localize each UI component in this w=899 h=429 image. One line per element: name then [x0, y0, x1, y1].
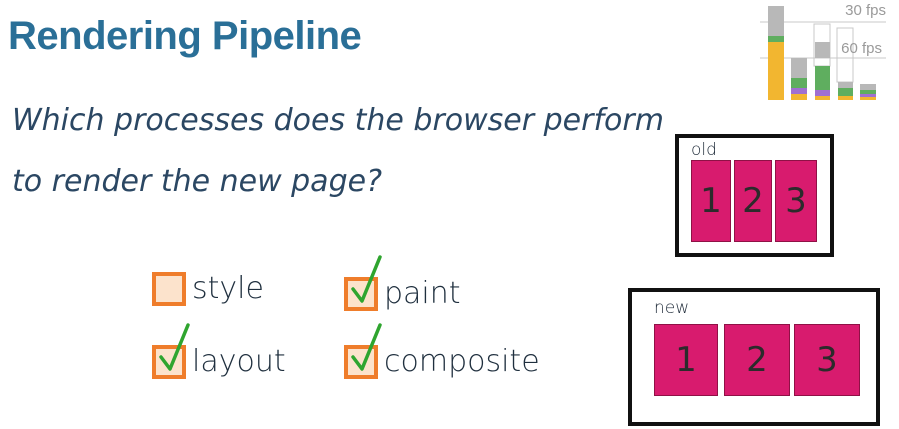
fps-30-label: 30 fps	[845, 2, 886, 19]
question-line-2: to render the new page?	[12, 164, 382, 199]
old-card-2: 2	[734, 160, 772, 242]
new-frame-label: new	[654, 298, 690, 318]
option-paint-label: paint	[384, 276, 461, 311]
option-paint[interactable]: paint	[344, 254, 461, 311]
old-page-frame: old 1 2 3	[675, 134, 834, 257]
old-frame-label: old	[691, 140, 717, 160]
option-layout[interactable]: layout	[152, 322, 286, 379]
new-page-frame: new 1 2 3	[628, 288, 880, 426]
old-card-3: 3	[775, 160, 817, 242]
layout-checkbox[interactable]	[152, 322, 190, 379]
composite-checkbox[interactable]	[344, 322, 382, 379]
question-line-1: Which processes does the browser perform	[12, 103, 664, 138]
slide-title: Rendering Pipeline	[8, 14, 362, 58]
option-style-label: style	[192, 271, 264, 306]
new-card-1: 1	[654, 324, 718, 396]
new-card-2: 2	[724, 324, 790, 396]
checkmark-icon	[351, 254, 382, 303]
option-composite[interactable]: composite	[344, 322, 540, 379]
option-style[interactable]: style	[152, 271, 264, 306]
option-layout-label: layout	[192, 344, 286, 379]
fps-frame-chart: 30 fps 60 fps	[760, 2, 886, 102]
checkmark-icon	[351, 322, 382, 371]
new-card-3: 3	[794, 324, 860, 396]
fps-bars-graphic	[760, 6, 886, 100]
fps-60-label: 60 fps	[841, 40, 882, 57]
style-checkbox[interactable]	[152, 271, 186, 306]
option-composite-label: composite	[384, 344, 540, 379]
old-card-1: 1	[691, 160, 731, 242]
checkmark-icon	[159, 322, 190, 371]
paint-checkbox[interactable]	[344, 254, 382, 311]
